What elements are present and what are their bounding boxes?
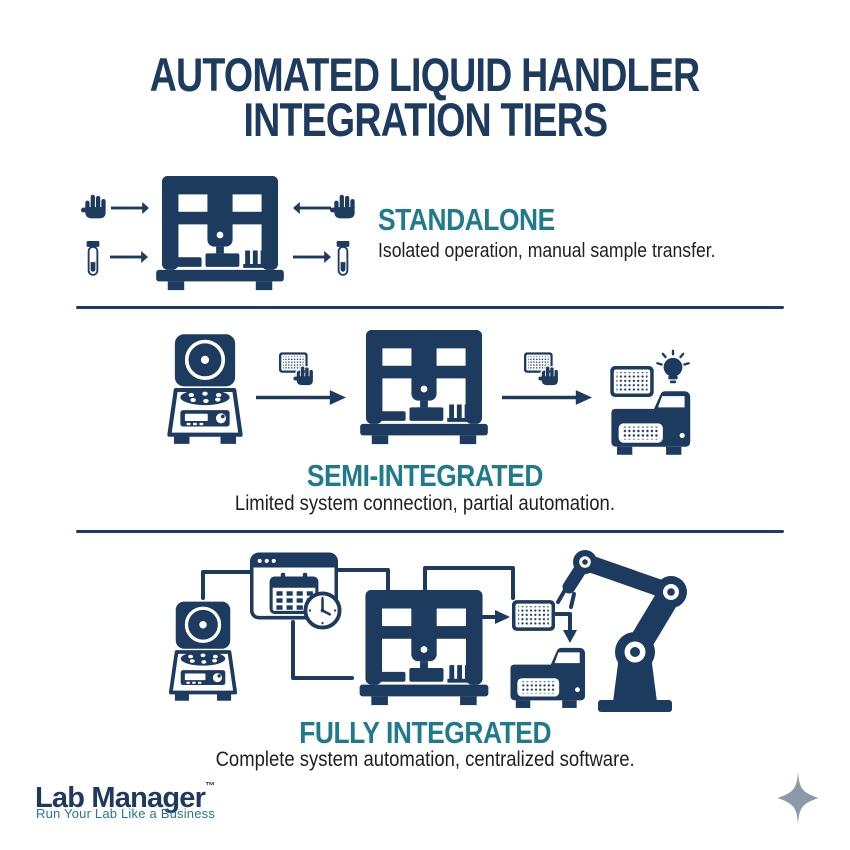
centrifuge-icon [165, 595, 241, 709]
section-divider [76, 530, 784, 533]
hand-icon [81, 189, 111, 223]
liquid-handler-icon [356, 330, 492, 448]
arrow-right-icon [110, 250, 148, 264]
sparkle-icon [776, 770, 820, 826]
hand-icon [330, 189, 360, 223]
lightbulb-icon [655, 348, 691, 388]
page-title: AUTOMATED LIQUID HANDLER INTEGRATION TIE… [0, 48, 850, 146]
connector-lines [201, 566, 577, 680]
arrow-left-icon [293, 201, 331, 215]
arrow-right-icon [111, 201, 149, 215]
lab-manager-logo: Lab Manager™ [35, 772, 215, 813]
tier-fully-integrated-description: Complete system automation, centralized … [215, 748, 635, 771]
page-title-line1: AUTOMATED LIQUID HANDLER [150, 48, 700, 101]
arrow-right-icon [256, 389, 346, 406]
microplate-hand-icon [279, 350, 319, 392]
clock-icon [302, 590, 343, 631]
liquid-handler-icon [354, 590, 494, 709]
robot-arm-icon [556, 540, 698, 712]
test-tube-icon [85, 241, 101, 277]
microplate-hand-icon [524, 350, 564, 392]
arrow-right-icon [293, 250, 331, 264]
microplate-icon [610, 366, 654, 397]
brand-tagline: Run Your Lab Like a Business [36, 806, 216, 821]
arrow-right-icon [502, 389, 592, 406]
tier-fully-integrated-title: FULLY INTEGRATED [299, 715, 551, 750]
microplate-icon [512, 600, 555, 631]
page-title-line2: INTEGRATION TIERS [243, 93, 608, 146]
tier-semi-integrated-description: Limited system connection, partial autom… [234, 492, 616, 515]
tier-standalone-title: STANDALONE [378, 202, 555, 237]
centrifuge-icon [163, 331, 247, 449]
tier-semi-integrated-title: SEMI-INTEGRATED [306, 458, 544, 493]
liquid-handler-icon [152, 176, 288, 294]
brand-name: Lab Manager [35, 782, 206, 814]
tier-standalone-description: Isolated operation, manual sample transf… [378, 240, 716, 262]
section-divider [76, 306, 784, 309]
trademark-symbol: ™ [205, 781, 216, 792]
test-tube-icon [335, 241, 351, 277]
